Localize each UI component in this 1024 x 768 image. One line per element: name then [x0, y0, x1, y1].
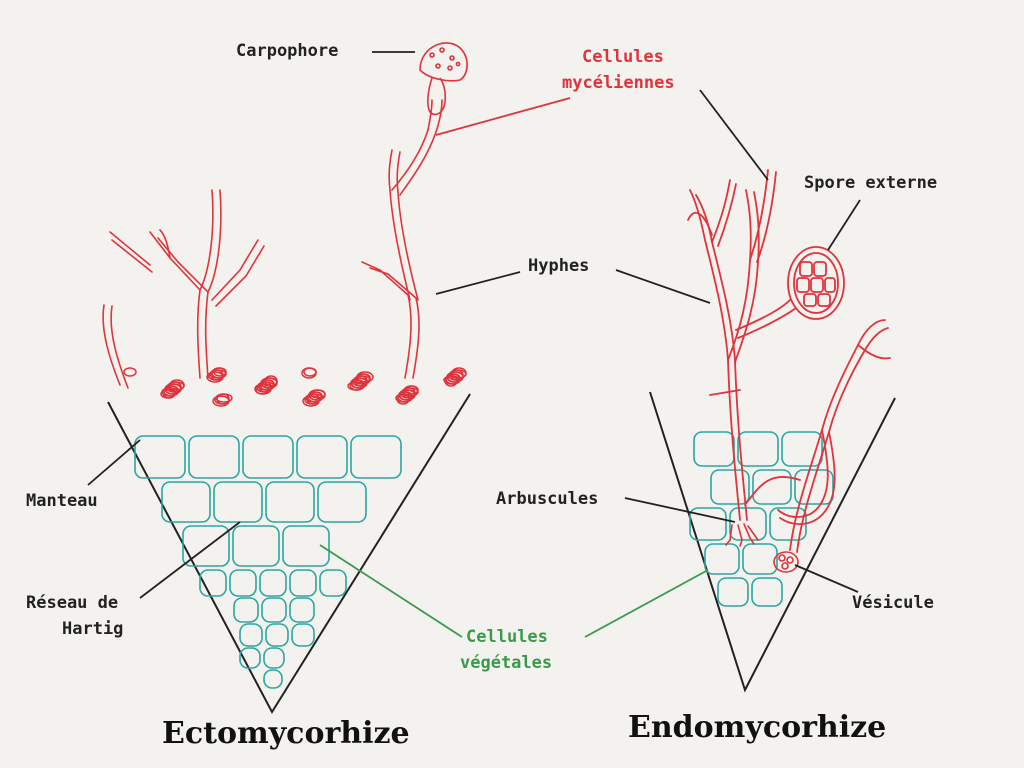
plant-cells-leader-left [319, 544, 463, 638]
plant-cell [296, 435, 348, 479]
plant-cell [717, 577, 749, 607]
plant-cell [737, 431, 779, 467]
external-spore [787, 246, 845, 320]
plant-cell [319, 569, 347, 597]
mantle-cell [302, 395, 320, 407]
plant-cell [134, 435, 186, 479]
plant-cell [742, 543, 778, 575]
plant-cell [188, 435, 240, 479]
plant-cell [259, 569, 287, 597]
plant-cell [263, 647, 285, 669]
plant-cells-leader-right [584, 569, 709, 638]
spore-leader [827, 199, 861, 251]
plant-cell [161, 481, 211, 523]
label-mycelial-cells-line2: mycéliennes [562, 73, 675, 93]
plant-cell [239, 623, 263, 647]
plant-cell [781, 431, 823, 467]
manteau-leader [87, 439, 141, 486]
plant-cell [182, 525, 230, 567]
plant-cell [751, 577, 783, 607]
ectomycorrhiza-drawing [102, 42, 471, 715]
plant-cell [229, 569, 257, 597]
plant-cell [265, 623, 289, 647]
label-hartig-net-line2: Hartig [62, 619, 124, 639]
mantle-cell [123, 367, 137, 377]
mantle-cell [301, 367, 317, 379]
label-vesicle: Vésicule [852, 593, 934, 613]
label-external-spore: Spore externe [804, 173, 938, 193]
plant-cell [317, 481, 367, 523]
label-plant-cells-line1: Cellules [466, 627, 548, 647]
mycelial-leader-right [699, 89, 769, 181]
title-ectomycorrhiza: Ectomycorhize [162, 716, 410, 751]
ecto-mantle [123, 367, 467, 407]
ecto-hyphae [102, 99, 443, 389]
plant-cell [350, 435, 402, 479]
endo-plant-cells [689, 431, 834, 607]
label-arbuscules: Arbuscules [496, 489, 599, 509]
arbuscules-structures [725, 523, 759, 547]
label-plant-cells-line2: végétales [460, 653, 553, 673]
plant-cell [704, 543, 740, 575]
title-endomycorrhiza: Endomycorhize [628, 710, 887, 745]
label-mycelial-cells-line1: Cellules [582, 47, 664, 67]
plant-cell [233, 597, 259, 623]
plant-cell [282, 525, 330, 567]
vesicle-leader [794, 564, 859, 593]
leader-lines [87, 51, 861, 638]
hyphes-leader-right [615, 269, 711, 304]
mantle-cell [396, 393, 410, 405]
ecto-plant-cells [134, 435, 402, 689]
label-hyphae: Hyphes [528, 256, 590, 276]
plant-cell [291, 623, 315, 647]
label-carpophore: Carpophore [236, 41, 339, 61]
endomycorrhiza-drawing [649, 169, 896, 693]
carpophore-mushroom [419, 42, 468, 116]
mycelial-leader-left [435, 97, 571, 136]
mantle-cell [347, 381, 365, 391]
mantle-cell [206, 371, 224, 383]
plant-cell [794, 469, 834, 505]
mantle-cell [444, 375, 458, 387]
label-mantle: Manteau [26, 491, 98, 511]
plant-cell [232, 525, 280, 567]
mantle-cell [255, 385, 269, 395]
plant-cell [239, 647, 261, 669]
plant-cell [752, 469, 792, 505]
plant-cell [242, 435, 294, 479]
plant-cell [710, 469, 750, 505]
plant-cell [199, 569, 227, 597]
plant-cell [689, 507, 727, 541]
vesicle-structure [773, 551, 799, 573]
endo-hyphae [687, 169, 891, 553]
plant-cell [289, 597, 315, 623]
plant-cell [265, 481, 315, 523]
plant-cell [729, 507, 767, 541]
endo-root-wedge [649, 391, 896, 693]
mantle-cell [212, 395, 230, 407]
plant-cell [289, 569, 317, 597]
ecto-root-wedge [107, 393, 471, 715]
plant-cell [263, 669, 283, 689]
plant-cell [213, 481, 263, 523]
hartig-leader [139, 521, 241, 599]
hyphes-leader-left [435, 271, 521, 295]
arbuscules-leader [624, 497, 736, 523]
plant-cell [261, 597, 287, 623]
mantle-cell [160, 389, 176, 399]
plant-cell [693, 431, 735, 467]
label-hartig-net-line1: Réseau de [26, 593, 119, 613]
